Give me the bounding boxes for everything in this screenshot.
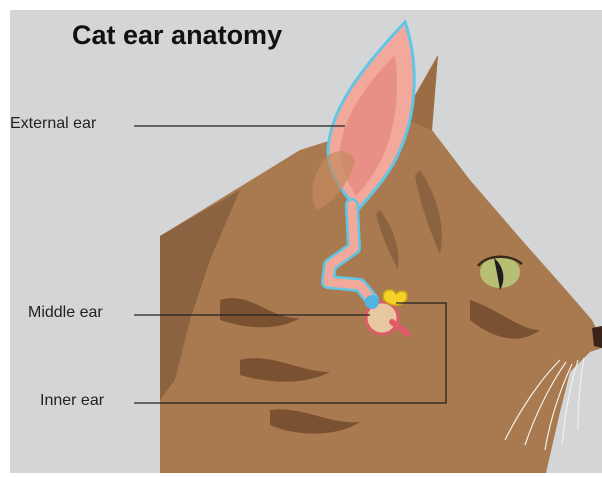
diagram-title: Cat ear anatomy: [72, 20, 282, 51]
eardrum: [365, 295, 379, 309]
label-external-ear: External ear: [10, 115, 96, 133]
label-middle-ear: Middle ear: [28, 304, 103, 322]
label-inner-ear: Inner ear: [40, 392, 104, 410]
